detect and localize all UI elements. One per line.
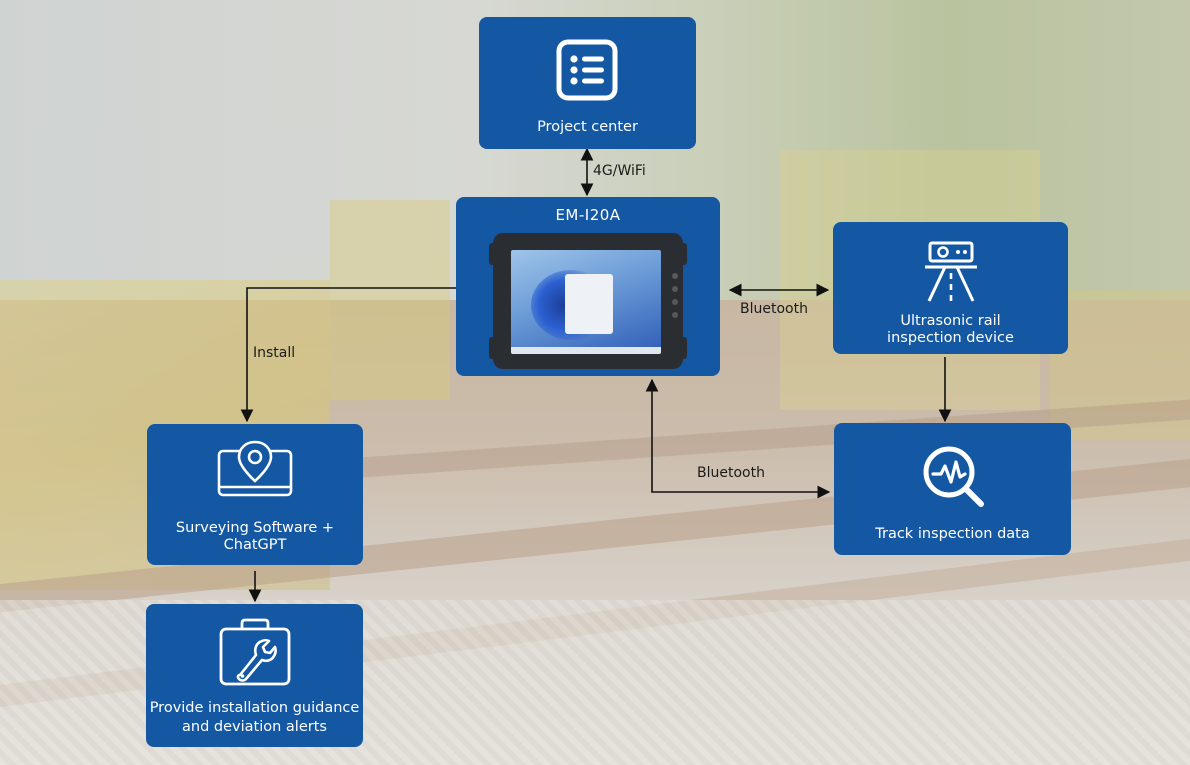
node-surveying-software[interactable]: Surveying Software + ChatGPT — [147, 424, 363, 565]
node-label-line1: Surveying Software + — [175, 520, 335, 536]
node-track-data[interactable]: Track inspection data — [834, 423, 1071, 555]
edge-bluetooth-bottom — [645, 378, 831, 499]
edge-label-install: Install — [253, 345, 296, 361]
node-label-line2: and deviation alerts — [182, 719, 327, 735]
node-label: Track inspection data — [875, 526, 1030, 542]
tablet-image — [489, 233, 687, 369]
node-label-line2: inspection device — [887, 330, 1014, 346]
node-label-line2: ChatGPT — [223, 537, 287, 553]
edge-label-bluetooth-top: Bluetooth — [740, 301, 808, 317]
laptop-location-icon — [217, 440, 293, 497]
edge-label-network: 4G/WiFi — [593, 163, 646, 179]
node-project-center[interactable]: Project center — [479, 17, 696, 149]
list-icon — [556, 39, 618, 101]
node-ultrasonic-device[interactable]: Ultrasonic rail inspection device — [833, 222, 1068, 354]
magnifier-pulse-icon — [923, 446, 984, 507]
edge-install — [240, 287, 456, 423]
device-title: EM-I20A — [555, 206, 621, 224]
node-label-line1: Provide installation guidance — [149, 700, 360, 716]
node-label: Project center — [537, 119, 638, 135]
node-device[interactable]: EM-I20A — [456, 197, 720, 376]
node-installation-guidance[interactable]: Provide installation guidance and deviat… — [146, 604, 363, 747]
node-label-line1: Ultrasonic rail — [900, 313, 1001, 329]
toolbox-wrench-icon — [219, 618, 291, 686]
rail-scanner-icon — [925, 241, 977, 302]
edge-label-bluetooth-bottom: Bluetooth — [697, 465, 765, 481]
